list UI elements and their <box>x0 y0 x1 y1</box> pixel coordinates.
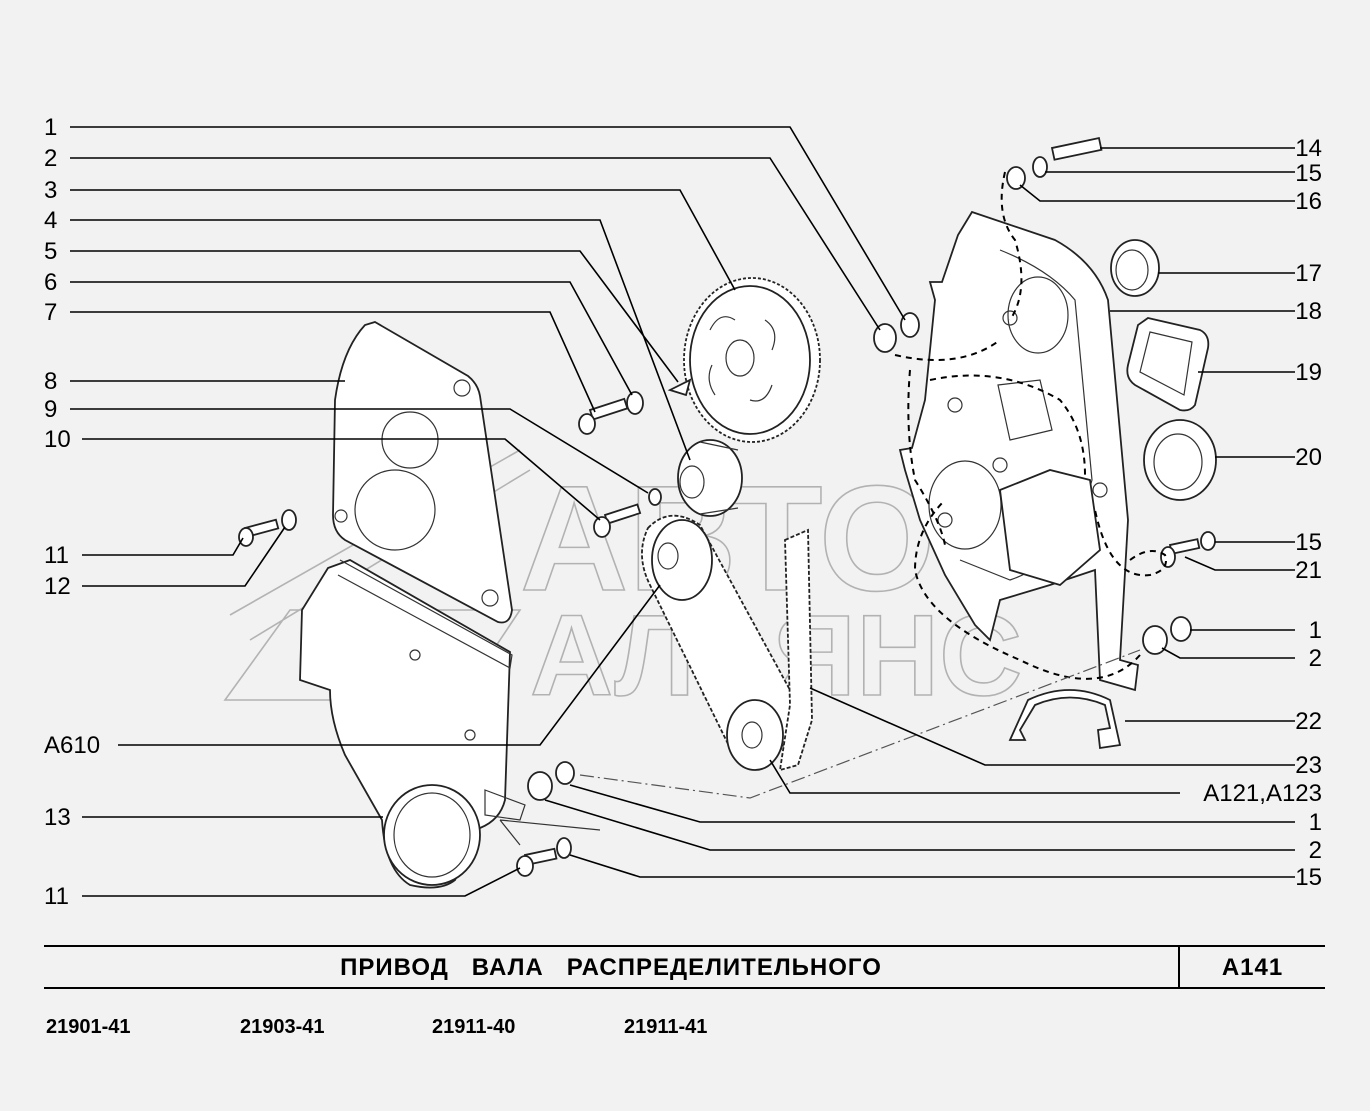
upper-front-cover <box>332 321 513 624</box>
bolt-7 <box>578 397 629 435</box>
callout-11b: 11 <box>44 883 69 910</box>
washer-12 <box>281 509 297 531</box>
nut-1b <box>1170 616 1192 642</box>
title-top-rule <box>44 945 1325 947</box>
callout-2-bottom: 2 <box>1309 837 1322 864</box>
lower-front-cover <box>299 559 526 889</box>
callout-12: 12 <box>44 573 71 600</box>
callout-23: 23 <box>1295 752 1322 779</box>
callout-18: 18 <box>1295 298 1322 325</box>
bracket-22 <box>1008 689 1122 750</box>
variant-code: 21903-41 <box>240 1016 325 1038</box>
callout-9: 9 <box>44 396 57 423</box>
washer-15b <box>1200 531 1216 551</box>
bolt-10 <box>593 503 642 538</box>
nut-16 <box>1006 166 1026 190</box>
washer-6 <box>626 391 644 415</box>
page-title: ПРИВОД ВАЛА РАСПРЕДЕЛИТЕЛЬНОГО <box>340 954 882 981</box>
callout-21: 21 <box>1295 557 1322 584</box>
callout-7: 7 <box>44 299 57 326</box>
bolt-11 <box>238 518 280 547</box>
nut-1c <box>555 761 575 785</box>
variant-code: 21911-41 <box>624 1016 708 1038</box>
camshaft-pulley <box>667 277 821 443</box>
washer-15c <box>556 837 572 859</box>
callout-15: 15 <box>1295 160 1322 187</box>
oil-seal-17 <box>1110 239 1160 297</box>
washer-9 <box>648 488 662 506</box>
callout-16: 16 <box>1295 188 1322 215</box>
callout-6: 6 <box>44 269 57 296</box>
title-bottom-rule <box>44 987 1325 989</box>
callout-8: 8 <box>44 368 57 395</box>
callout-labels: 1 2 3 4 5 6 7 8 9 10 11 12 А610 13 11 14… <box>44 114 1322 910</box>
assembly-paths <box>499 171 1167 846</box>
callout-10: 10 <box>44 426 71 453</box>
washer-15 <box>1032 156 1048 178</box>
callout-15b: 15 <box>1295 529 1322 556</box>
crankshaft-pulley <box>651 519 784 771</box>
callout-3: 3 <box>44 177 57 204</box>
callout-20: 20 <box>1295 444 1322 471</box>
washer-2c <box>527 771 553 801</box>
callout-1-bottom: 1 <box>1309 809 1322 836</box>
callout-a610: А610 <box>44 732 100 759</box>
tensioner-roller <box>677 439 743 517</box>
title-divider <box>1178 945 1180 989</box>
callout-1-right: 1 <box>1309 617 1322 644</box>
callout-2-right: 2 <box>1309 645 1322 672</box>
callout-19: 19 <box>1295 359 1322 386</box>
washer-2 <box>900 312 920 338</box>
callout-11: 11 <box>44 542 69 569</box>
callout-14: 14 <box>1295 135 1322 162</box>
callout-15-bottom: 15 <box>1295 864 1322 891</box>
callout-13: 13 <box>44 804 71 831</box>
gasket-19 <box>1126 317 1210 412</box>
variant-code: 21911-40 <box>432 1016 516 1038</box>
oil-seal-20 <box>1143 419 1217 501</box>
callout-2: 2 <box>44 145 57 172</box>
rear-cover <box>898 210 1139 692</box>
nut-1 <box>873 323 897 353</box>
diagram-code: А141 <box>1221 954 1284 981</box>
leader-lines <box>70 126 1295 897</box>
stud-14 <box>1050 136 1103 161</box>
callout-22: 22 <box>1295 708 1322 735</box>
callout-17: 17 <box>1295 260 1322 287</box>
bolt-21 <box>1160 538 1201 568</box>
callout-5: 5 <box>44 238 57 265</box>
callout-1: 1 <box>44 114 57 141</box>
callout-4: 4 <box>44 207 57 234</box>
bolt-11b <box>516 847 558 877</box>
variant-code: 21901-41 <box>46 1016 131 1038</box>
callout-a121-a123: А121,А123 <box>1203 780 1322 807</box>
washer-2b <box>1142 625 1168 655</box>
fasteners <box>238 136 1216 877</box>
